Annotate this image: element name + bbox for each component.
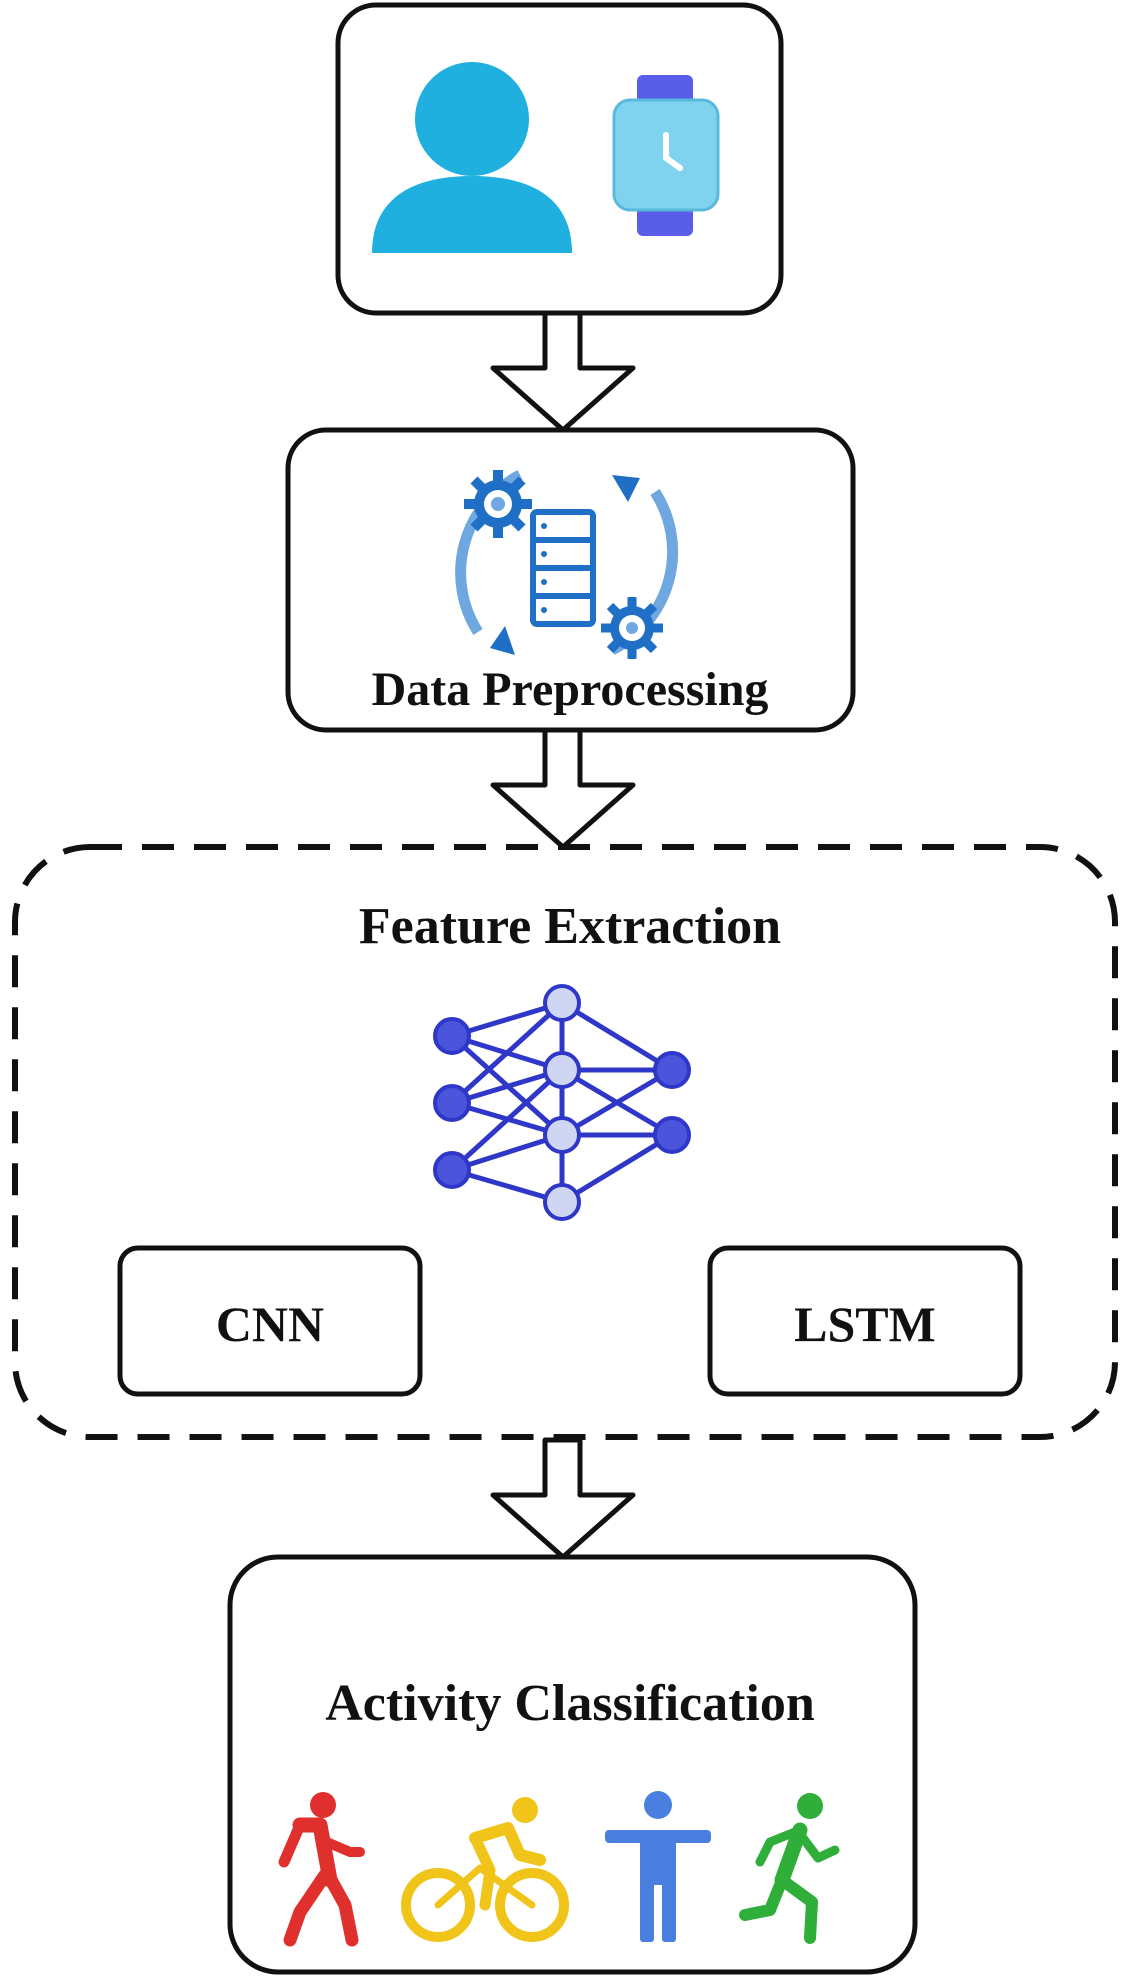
data-processing-icon	[455, 470, 679, 659]
gear-icon	[464, 470, 532, 538]
neural-network-icon	[433, 984, 691, 1221]
smartwatch-icon	[612, 75, 720, 236]
cnn-label: CNN	[216, 1296, 324, 1352]
classification-label: Activity Classification	[325, 1675, 815, 1732]
arrow-2	[490, 727, 636, 850]
lstm-box: LSTM	[707, 1245, 1023, 1397]
standing-icon	[605, 1791, 711, 1942]
cycling-icon	[401, 1797, 569, 1942]
walking-icon	[278, 1792, 365, 1947]
cnn-box: CNN	[117, 1245, 423, 1397]
lstm-label: LSTM	[794, 1296, 936, 1352]
feature-extraction-label: Feature Extraction	[359, 898, 781, 955]
classification-box: Activity Classification	[227, 1554, 918, 1975]
person-icon	[372, 62, 572, 253]
gear-icon	[601, 597, 663, 659]
arrow-3	[490, 1437, 636, 1560]
arrow-1	[490, 310, 636, 433]
feature-extraction-region: Feature Extraction	[12, 844, 1118, 1440]
running-icon	[739, 1793, 840, 1944]
preprocessing-box: Data Preprocessing	[285, 427, 856, 733]
preprocessing-label: Data Preprocessing	[372, 663, 769, 716]
input-box	[335, 2, 784, 316]
